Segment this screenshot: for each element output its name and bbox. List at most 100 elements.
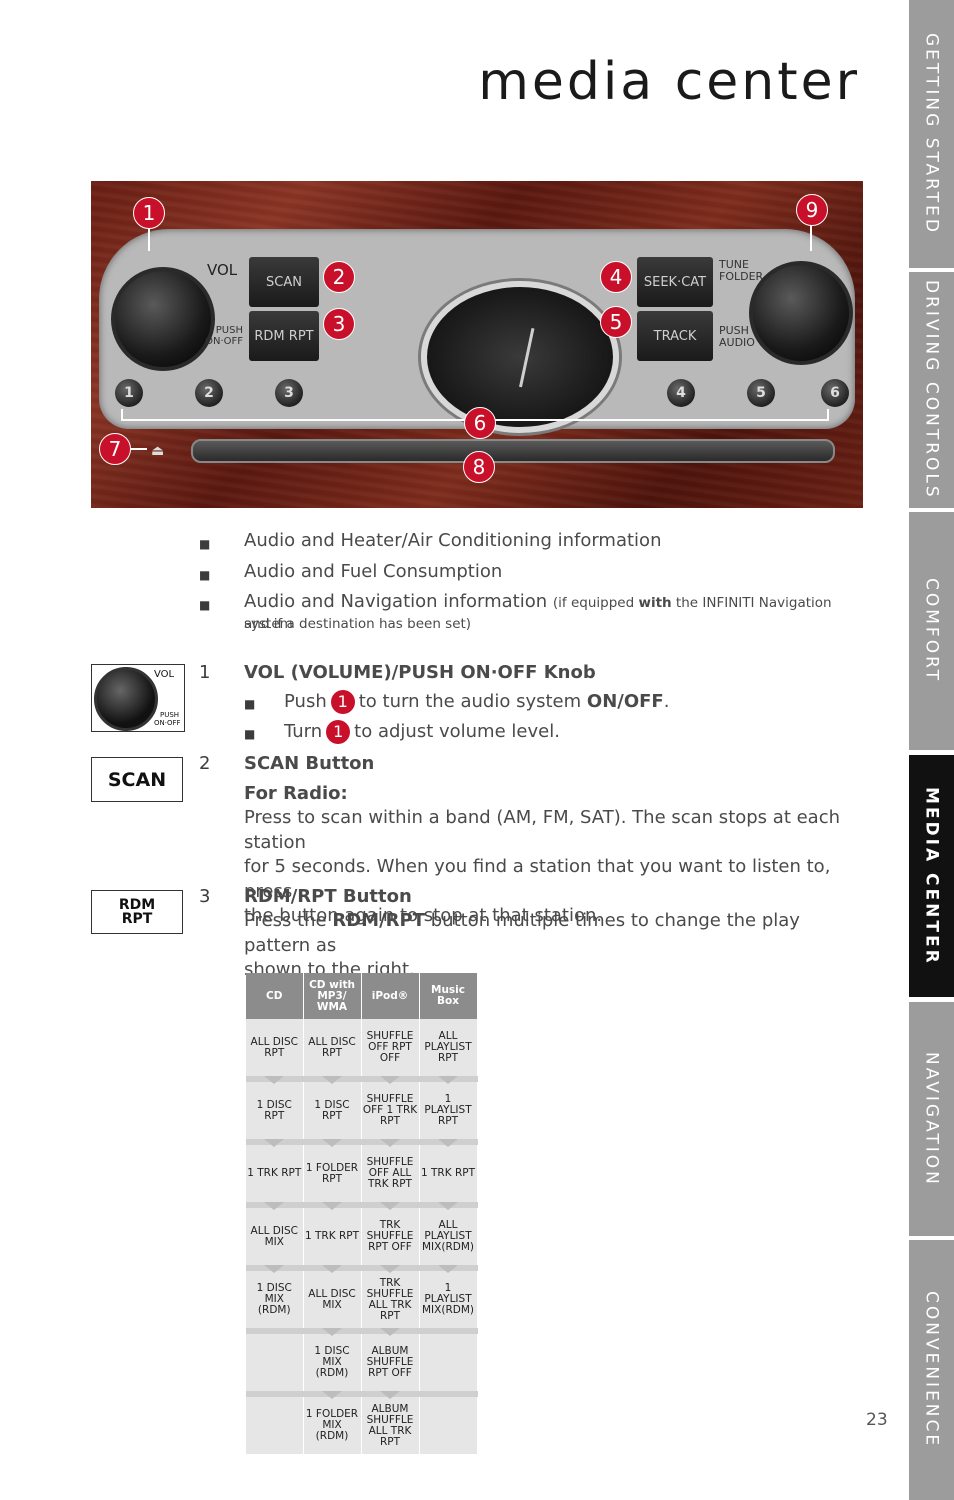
vol-knob-icon: VOL PUSH ON·OFF	[91, 664, 185, 732]
preset-button-5: 5	[747, 379, 775, 407]
side-tab-comfort[interactable]: COMFORT	[909, 512, 954, 750]
tune-folder-label: TUNE FOLDER	[719, 258, 764, 283]
table-row: 1 DISC MIX (RDM)ALBUM SHUFFLE RPT OFF	[246, 1331, 478, 1397]
item-number: 3	[199, 886, 211, 907]
side-tab-navigation[interactable]: NAVIGATION	[909, 1002, 954, 1236]
para-line: Press the RDM/RPT button multiple times …	[244, 909, 854, 958]
vol-label: VOL	[207, 261, 238, 279]
table-cell: 1 DISC MIX (RDM)	[246, 1268, 304, 1334]
table-cell: 1 DISC MIX (RDM)	[303, 1331, 362, 1397]
side-tab-driving-controls[interactable]: DRIVING CONTROLS	[909, 272, 954, 508]
callout-6: 6	[464, 407, 496, 439]
bullet-marker: ■	[199, 537, 211, 551]
preset-button-2: 2	[195, 379, 223, 407]
table-cell: ALL DISC RPT	[303, 1019, 362, 1084]
side-tab-media-center[interactable]: MEDIA CENTER	[909, 755, 954, 997]
onoff-icon-label: ON·OFF	[154, 719, 181, 727]
seek-cat-photo-button: SEEK·CAT	[637, 257, 713, 307]
sub-post: .	[663, 691, 670, 712]
para-line: Press to scan within a band (AM, FM, SAT…	[244, 807, 841, 853]
callout-8: 8	[463, 451, 495, 483]
callout-1: 1	[133, 197, 165, 229]
para-line: for 5 seconds. When you find a station t…	[244, 856, 831, 902]
bullet-marker: ■	[199, 598, 211, 612]
rdm-rpt-button-icon: RDM RPT	[91, 890, 183, 934]
table-cell: ALBUM SHUFFLE RPT OFF	[361, 1331, 420, 1397]
callout-line-6-right	[827, 409, 829, 421]
inline-callout: 1	[330, 690, 355, 714]
table-header: iPod®	[361, 973, 420, 1019]
cd-slot	[191, 439, 835, 463]
push-icon-label: PUSH	[160, 711, 180, 719]
bullet-text: Audio and Heater/Air Conditioning inform…	[244, 530, 662, 551]
sub-mid: to adjust volume level.	[354, 721, 560, 742]
callout-3: 3	[323, 308, 355, 340]
sub-pre: Push	[284, 691, 327, 712]
bullet-note-pre: (if equipped	[552, 595, 639, 611]
side-tab-convenience[interactable]: CONVENIENCE	[909, 1240, 954, 1500]
knob-graphic	[94, 667, 158, 731]
side-tab-label: NAVIGATION	[921, 1051, 942, 1187]
table-cell: TRK SHUFFLE RPT OFF	[361, 1205, 420, 1271]
volume-knob	[111, 267, 215, 371]
callout-2: 2	[323, 261, 355, 293]
table-cell: SHUFFLE OFF 1 TRK RPT	[361, 1079, 420, 1145]
table-cell: SHUFFLE OFF ALL TRK RPT	[361, 1142, 420, 1208]
scan-photo-button: SCAN	[249, 257, 319, 307]
bullet-main: Audio and Navigation information	[244, 591, 548, 612]
page-number: 23	[866, 1410, 888, 1430]
table-cell: ALL PLAYLIST MIX(RDM)	[419, 1205, 478, 1271]
table-row: 1 FOLDER MIX (RDM)ALBUM SHUFFLE ALL TRK …	[246, 1394, 478, 1454]
bullet-marker: ■	[199, 568, 211, 582]
item-number: 2	[199, 753, 211, 774]
side-tab-label: DRIVING CONTROLS	[921, 280, 942, 500]
rdm-rpt-photo-button: RDM RPT	[249, 311, 319, 361]
preset-button-3: 3	[275, 379, 303, 407]
bullet-marker: ■	[244, 727, 256, 741]
side-tab-getting-started[interactable]: GETTING STARTED	[909, 0, 954, 268]
table-cell: SHUFFLE OFF RPT OFF	[361, 1019, 420, 1084]
analog-clock	[421, 281, 619, 433]
item-heading: RDM/RPT Button	[244, 886, 412, 907]
table-header: Music Box	[419, 973, 478, 1019]
item-paragraph: Press the RDM/RPT button multiple times …	[244, 909, 854, 983]
table-cell: 1 FOLDER MIX (RDM)	[303, 1394, 362, 1454]
callout-line-9	[810, 225, 812, 251]
side-tab-label: MEDIA CENTER	[921, 786, 942, 966]
icon-line: RPT	[121, 911, 153, 927]
table-cell: ALL DISC MIX	[246, 1205, 304, 1271]
bullet-marker: ■	[244, 697, 256, 711]
table-header: CD	[246, 973, 304, 1019]
callout-7: 7	[99, 433, 131, 465]
side-tab-label: COMFORT	[921, 578, 942, 684]
side-tab-label: CONVENIENCE	[921, 1291, 942, 1449]
table-cell	[419, 1394, 478, 1454]
clock-hand	[519, 327, 535, 388]
vol-icon-label: VOL	[154, 669, 175, 680]
table-cell: 1 PLAYLIST MIX(RDM)	[419, 1268, 478, 1334]
table-cell: 1 TRK RPT	[303, 1205, 362, 1271]
preset-button-1: 1	[115, 379, 143, 407]
callout-4: 4	[600, 261, 632, 293]
table-cell: ALL PLAYLIST RPT	[419, 1019, 478, 1084]
table-cell: 1 TRK RPT	[419, 1142, 478, 1208]
sub-pre: Turn	[284, 721, 323, 742]
bullet-text-navigation: Audio and Navigation information (if equ…	[244, 591, 864, 633]
item-number: 1	[199, 662, 211, 683]
item-heading: SCAN Button	[244, 753, 375, 774]
scan-button-icon: SCAN	[91, 757, 183, 802]
item-subheading: For Radio:	[244, 783, 348, 804]
icon-line: RDM	[118, 897, 156, 913]
callout-line-7	[131, 448, 147, 450]
para-line: the button again to stop at that station…	[244, 905, 603, 926]
push-audio-label: PUSH AUDIO	[719, 324, 755, 349]
sub-bold: ON/OFF	[586, 691, 664, 712]
table-cell: 1 DISC RPT	[303, 1079, 362, 1145]
text-pre: Press the	[244, 910, 327, 931]
tune-knob	[749, 261, 853, 365]
